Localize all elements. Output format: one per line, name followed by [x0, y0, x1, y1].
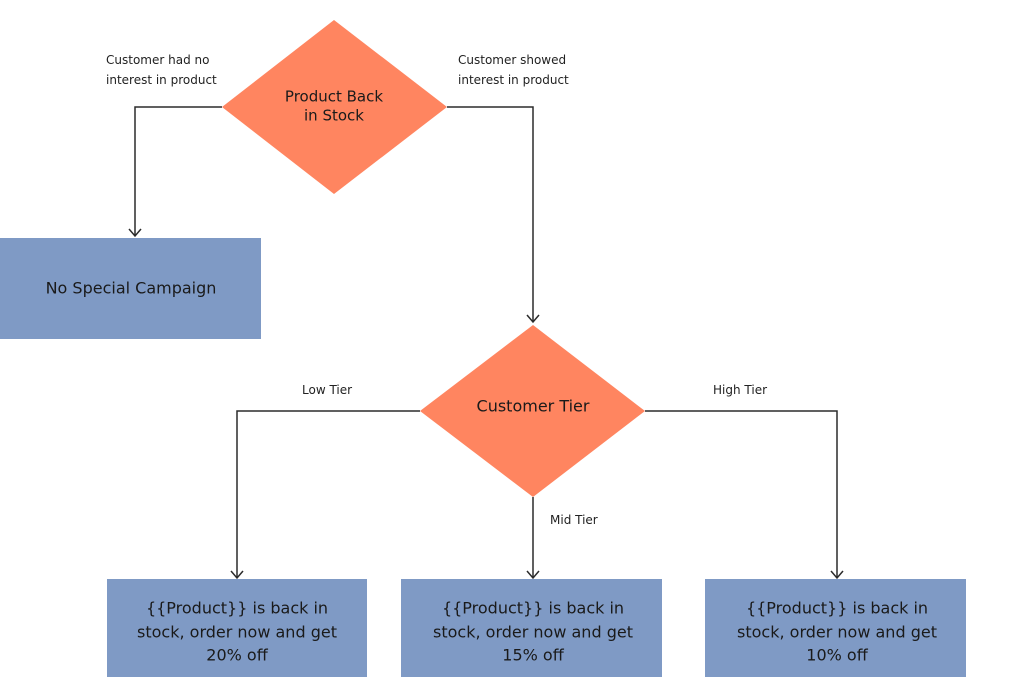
edge-label-showed-interest-line2: interest in product — [458, 73, 569, 87]
offer-line1: {{Product}} is back in — [146, 599, 328, 618]
action-offer-low-tier[interactable]: {{Product}} is back in stock, order now … — [107, 579, 367, 677]
arrowhead-mid-tier — [526, 570, 540, 580]
offer-line3: 20% off — [206, 646, 268, 665]
offer-line2: stock, order now and get — [137, 623, 337, 642]
connectors — [128, 106, 844, 580]
connector-low-tier — [236, 410, 420, 578]
offer-line2: stock, order now and get — [433, 623, 633, 642]
decision-diamond — [222, 20, 447, 194]
decision-label-line2: in Stock — [304, 107, 364, 125]
arrowhead-showed-interest — [526, 314, 540, 324]
action-box — [107, 579, 367, 677]
arrowhead-low-tier — [230, 570, 244, 580]
offer-line3: 10% off — [806, 646, 868, 665]
arrowhead-no-interest — [128, 228, 142, 238]
edge-label-low-tier: Low Tier — [302, 383, 352, 397]
offer-line1: {{Product}} is back in — [746, 599, 928, 618]
action-offer-mid-tier[interactable]: {{Product}} is back in stock, order now … — [401, 579, 662, 677]
offer-line1: {{Product}} is back in — [442, 599, 624, 618]
connector-no-interest — [134, 106, 222, 236]
offer-line2: stock, order now and get — [737, 623, 937, 642]
decision-label: Customer Tier — [477, 397, 590, 416]
arrowhead-high-tier — [830, 570, 844, 580]
action-offer-high-tier[interactable]: {{Product}} is back in stock, order now … — [705, 579, 966, 677]
edge-label-showed-interest-line1: Customer showed — [458, 53, 566, 67]
connector-showed-interest — [447, 106, 534, 322]
edge-label-no-interest-line2: interest in product — [106, 73, 217, 87]
action-no-special-campaign[interactable]: No Special Campaign — [0, 238, 261, 339]
edge-label-mid-tier: Mid Tier — [550, 513, 598, 527]
action-label: No Special Campaign — [46, 279, 217, 298]
action-box — [401, 579, 662, 677]
action-box — [705, 579, 966, 677]
offer-line3: 15% off — [502, 646, 564, 665]
decision-customer-tier[interactable]: Customer Tier — [420, 325, 645, 497]
edge-label-high-tier: High Tier — [713, 383, 767, 397]
decision-diamond — [420, 325, 645, 497]
decision-label-line1: Product Back — [285, 88, 383, 106]
edge-label-no-interest-line1: Customer had no — [106, 53, 209, 67]
decision-product-back-in-stock[interactable]: Product Back in Stock — [222, 20, 447, 194]
action-box — [0, 238, 261, 339]
connector-high-tier — [645, 410, 838, 578]
